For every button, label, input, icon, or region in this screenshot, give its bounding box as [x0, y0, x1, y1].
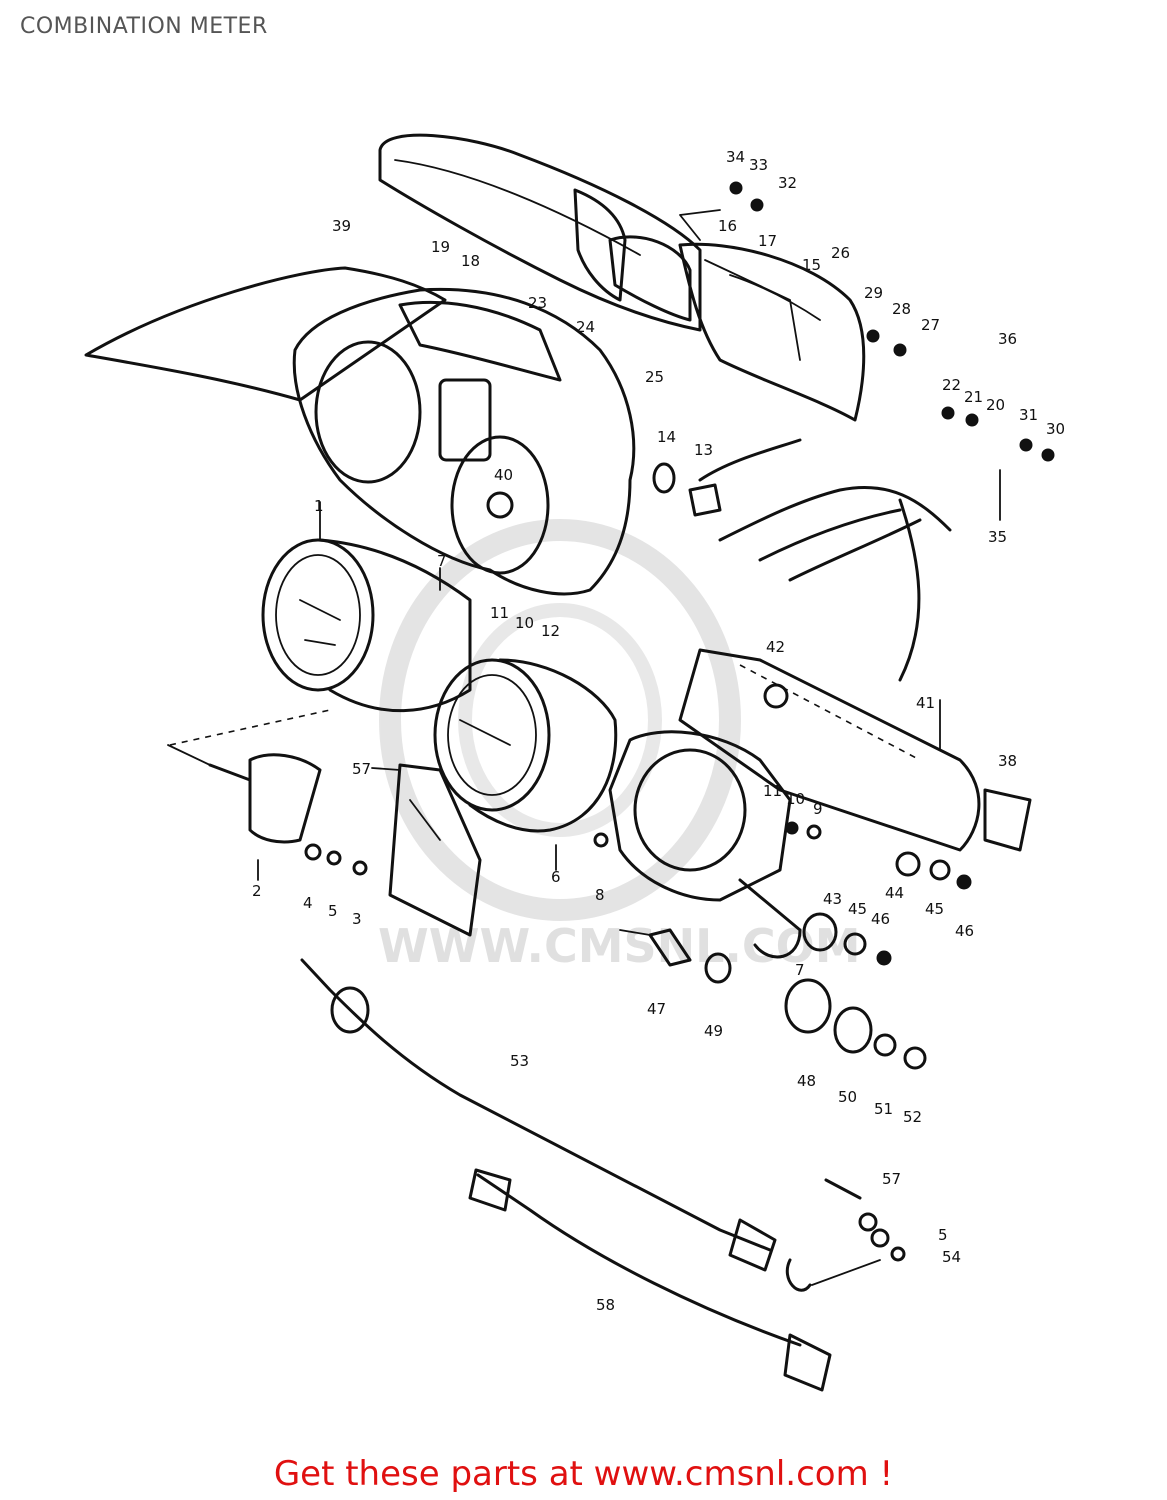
- callout-11b: 11: [763, 782, 782, 800]
- callout-22: 22: [942, 376, 961, 394]
- callout-17: 17: [758, 232, 777, 250]
- callout-54: 54: [942, 1248, 961, 1266]
- callout-7b: 7: [795, 961, 805, 979]
- callout-34: 34: [726, 148, 745, 166]
- callout-49: 49: [704, 1022, 723, 1040]
- part-14-bulb[interactable]: [652, 462, 676, 494]
- callout-20: 20: [986, 396, 1005, 414]
- part-6-tachometer[interactable]: [433, 658, 618, 833]
- fasteners: [304, 181, 1055, 1262]
- callout-21: 21: [964, 388, 983, 406]
- callout-42: 42: [766, 638, 785, 656]
- leader-lines: [167, 209, 1001, 936]
- callout-41: 41: [916, 694, 935, 712]
- part-53-speedometer-cable[interactable]: [300, 958, 881, 1292]
- callout-53: 53: [510, 1052, 529, 1070]
- callout-12: 12: [541, 622, 560, 640]
- callout-7a: 7: [437, 552, 447, 570]
- callout-35: 35: [988, 528, 1007, 546]
- callout-29: 29: [864, 284, 883, 302]
- callout-33: 33: [749, 156, 768, 174]
- part-1-speedometer[interactable]: [261, 538, 472, 713]
- get-parts-link[interactable]: Get these parts at www.cmsnl.com !: [273, 1454, 894, 1494]
- part-57-lower-bracket[interactable]: [388, 763, 482, 937]
- callout-2: 2: [252, 882, 262, 900]
- callout-30: 30: [1046, 420, 1065, 438]
- callout-51: 51: [874, 1100, 893, 1118]
- part-42-grommet[interactable]: [763, 683, 789, 709]
- callout-18: 18: [461, 252, 480, 270]
- callout-50: 50: [838, 1088, 857, 1106]
- callout-5a: 5: [328, 902, 338, 920]
- part-13-bulb-socket[interactable]: [688, 483, 722, 517]
- part-23-upper-cover[interactable]: [378, 133, 702, 332]
- callout-10b: 10: [786, 790, 805, 808]
- callout-25: 25: [645, 368, 664, 386]
- callout-46a: 46: [871, 910, 890, 928]
- callout-6: 6: [551, 868, 561, 886]
- callout-16: 16: [718, 217, 737, 235]
- part-58-tachometer-cable[interactable]: [468, 1168, 832, 1392]
- part-39-meter-cover[interactable]: [84, 266, 447, 402]
- callout-38: 38: [998, 752, 1017, 770]
- callout-58: 58: [596, 1296, 615, 1314]
- part-38-switch[interactable]: [983, 788, 1032, 852]
- part-2-gear-box[interactable]: [208, 753, 322, 844]
- callout-45a: 45: [848, 900, 867, 918]
- callout-47: 47: [647, 1000, 666, 1018]
- callout-3: 3: [352, 910, 362, 928]
- callout-44: 44: [885, 884, 904, 902]
- callout-57a: 57: [352, 760, 371, 778]
- callout-24: 24: [576, 318, 595, 336]
- callout-39: 39: [332, 217, 351, 235]
- callout-32: 32: [778, 174, 797, 192]
- callout-26: 26: [831, 244, 850, 262]
- part-25-inner-panel[interactable]: [608, 235, 692, 322]
- callout-8: 8: [595, 886, 605, 904]
- part-40-knob[interactable]: [486, 491, 514, 519]
- callout-1: 1: [314, 497, 324, 515]
- callout-46b: 46: [955, 922, 974, 940]
- part-24-lens[interactable]: [573, 188, 627, 302]
- callouts: 1 2 3 4 5 5 6 7 7 8 9 10 10 11 11 12 13 …: [252, 148, 1065, 1314]
- page-title: COMBINATION METER: [20, 14, 268, 39]
- callout-43: 43: [823, 890, 842, 908]
- callout-15: 15: [802, 256, 821, 274]
- watermark: WWW.CMSNL.COM: [378, 519, 861, 973]
- callout-36: 36: [998, 330, 1017, 348]
- callout-45b: 45: [925, 900, 944, 918]
- callout-14: 14: [657, 428, 676, 446]
- callout-40: 40: [494, 466, 513, 484]
- callout-31: 31: [1019, 406, 1038, 424]
- part-41-panel-plate[interactable]: [678, 648, 981, 852]
- callout-23: 23: [528, 294, 547, 312]
- callout-57b: 57: [882, 1170, 901, 1188]
- callout-10a: 10: [515, 614, 534, 632]
- part-35-wiring-harness[interactable]: [698, 438, 952, 682]
- callout-5b: 5: [938, 1226, 948, 1244]
- main-meter-case[interactable]: [292, 287, 636, 596]
- callout-48: 48: [797, 1072, 816, 1090]
- callout-28: 28: [892, 300, 911, 318]
- callout-13: 13: [694, 441, 713, 459]
- callout-52: 52: [903, 1108, 922, 1126]
- callout-19: 19: [431, 238, 450, 256]
- part-7-mounting-bracket[interactable]: [608, 730, 802, 959]
- part-26-indicator-panel[interactable]: [678, 242, 866, 422]
- callout-9: 9: [813, 800, 823, 818]
- callout-4: 4: [303, 894, 313, 912]
- callout-11a: 11: [490, 604, 509, 622]
- watermark-text: WWW.CMSNL.COM: [378, 919, 861, 973]
- callout-27: 27: [921, 316, 940, 334]
